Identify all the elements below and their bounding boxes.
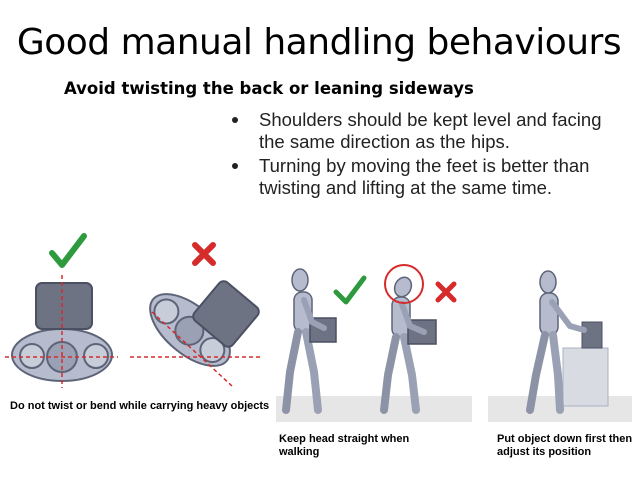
table [562,347,609,407]
putdown-figure [526,270,587,414]
slide-title: Good manual handling behaviours [16,22,622,63]
cross-icon [435,281,457,303]
walking-figure-good [282,268,337,414]
slide-subtitle: Avoid twisting the back or leaning sidew… [64,79,474,98]
bullet-item: Turning by moving the feet is better tha… [226,155,626,199]
check-icon [333,275,367,305]
bullet-list: Shoulders should be kept level and facin… [226,109,626,201]
bullet-item: Shoulders should be kept level and facin… [226,109,626,153]
object-box [581,321,603,349]
walking-figure-bad [380,276,437,414]
top-view-bad-posture [130,280,262,387]
caption-left: Do not twist or bend while carrying heav… [10,400,270,412]
cross-icon [192,242,216,266]
check-icon [49,233,87,268]
floor-strip [276,396,472,422]
top-view-good-posture [5,275,118,388]
caption-walking: Keep head straight when walking [279,433,410,458]
highlight-circle [384,264,424,304]
caption-putdown: Put object down first then adjust its po… [497,433,633,458]
